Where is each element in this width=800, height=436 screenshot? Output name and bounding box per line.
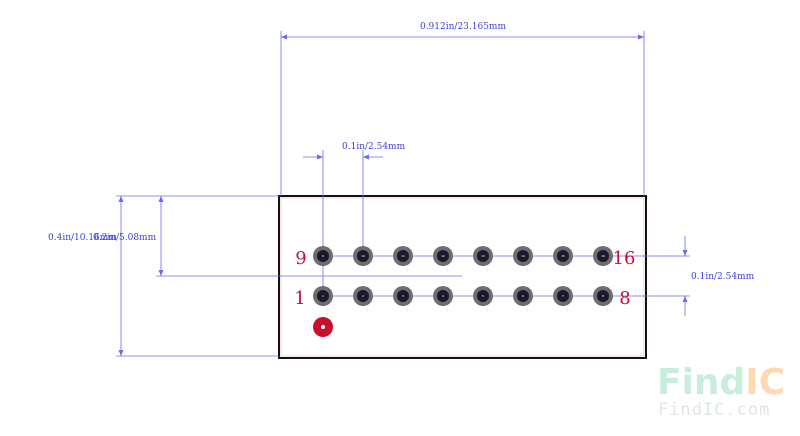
pad-hole [597,290,609,302]
pad-number: 12 [441,254,445,258]
pad-number: 11 [401,254,405,258]
pad-number: 3 [402,294,404,298]
pad-number: 6 [522,294,524,298]
pad-bottom-8: 8 [593,286,613,306]
dimension-overall-width-label: 0.912in/23.165mm [420,22,506,32]
pad-bottom-4: 4 [433,286,453,306]
pin-label-top-right: 16 [613,248,636,269]
pad-bottom-7: 7 [553,286,573,306]
dimension-pitch-vertical: 0.1in/2.54mm [323,236,755,316]
pad-number: 7 [562,294,564,298]
pin-label-bottom-left: 1 [294,288,305,309]
pad-hole [317,250,329,262]
pad-row-bottom: 1 2 3 4 5 6 7 8 [313,286,613,306]
pad-number: 14 [521,254,525,258]
pad-top-16: 16 [593,246,613,266]
pad-bottom-5: 5 [473,286,493,306]
findic-watermark: FindIC FindIC.com [657,362,785,420]
pad-top-15: 15 [553,246,573,266]
pad-number: 13 [481,254,485,258]
pad-number: 10 [361,254,365,258]
dimension-body-height-label: 0.4in/10.16mm [48,233,117,243]
dimension-row-offset: 0.2in/5.08mm [93,196,462,277]
component-outline-inner [280,197,645,357]
pad-hole [317,290,329,302]
pad-number: 2 [362,294,364,298]
dimension-row-offset-label: 0.2in/5.08mm [93,233,157,243]
pad-hole [597,250,609,262]
pad-hole [477,250,489,262]
pad-top-11: 11 [393,246,413,266]
pad-hole [437,290,449,302]
watermark-logo-find: Find [657,362,745,403]
component-outline [278,195,647,359]
dimension-pitch-horizontal: 0.1in/2.54mm [303,142,406,296]
pad-hole [437,250,449,262]
watermark-url: FindIC.com [658,400,770,420]
pad-top-12: 12 [433,246,453,266]
pad-bottom-1: 1 [313,286,333,306]
pad-hole [517,290,529,302]
pad-hole [477,290,489,302]
pad-hole [517,250,529,262]
pad-top-14: 14 [513,246,533,266]
pad-hole [397,250,409,262]
pad-number: 1 [322,294,324,298]
watermark-logo: FindIC [657,362,785,403]
pad-hole [357,290,369,302]
pad-number: 9 [322,254,324,258]
pad-number: 16 [601,254,605,258]
pad-row-top: 9 10 11 12 13 14 15 16 [313,246,613,266]
pad-bottom-2: 2 [353,286,373,306]
pad-hole [357,250,369,262]
pad-number: 15 [561,254,565,258]
pad-bottom-3: 3 [393,286,413,306]
pad-hole [557,290,569,302]
pad-bottom-6: 6 [513,286,533,306]
dimension-overall-width: 0.912in/23.165mm [280,22,645,196]
pad-hole [397,290,409,302]
pin-label-top-left: 9 [295,248,306,269]
pad-number: 5 [482,294,484,298]
dimension-pitch-vertical-label: 0.1in/2.54mm [691,272,755,282]
pad-number: 4 [442,294,444,298]
pin1-marker [313,317,333,337]
watermark-logo-ic: IC [745,362,785,403]
pin-label-bottom-right: 8 [619,288,630,309]
dimension-body-height: 0.4in/10.16mm [48,195,279,357]
pad-number: 8 [602,294,604,298]
pad-top-9: 9 [313,246,333,266]
pad-top-10: 10 [353,246,373,266]
dimension-pitch-horizontal-label: 0.1in/2.54mm [342,142,406,152]
pad-top-13: 13 [473,246,493,266]
pad-hole [557,250,569,262]
